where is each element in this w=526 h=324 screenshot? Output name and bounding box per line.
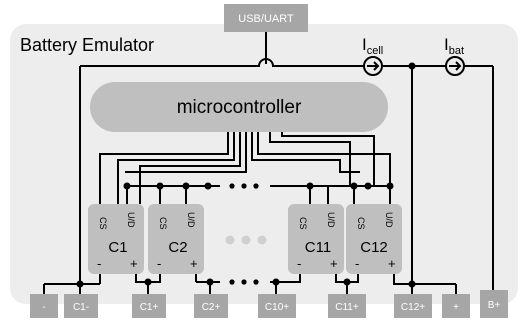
- current-arrow-cell: [367, 61, 380, 71]
- junction-dot: [206, 278, 214, 286]
- terminal-minus: [30, 294, 58, 318]
- ellipsis-dot: [241, 279, 247, 285]
- cell-name: C2: [168, 239, 187, 256]
- terminal-c1-minus: [64, 294, 98, 318]
- svg-text:C12+: C12+: [401, 302, 425, 313]
- junction-dot: [343, 278, 351, 286]
- ellipsis-dot: [241, 183, 247, 189]
- ellipsis-dot: [229, 279, 235, 285]
- cell-minus: -: [157, 256, 161, 271]
- junction-dot: [144, 278, 152, 286]
- usb-uart-box: [224, 4, 308, 32]
- cell-name: C1: [108, 239, 127, 256]
- bus-line-4: [125, 132, 247, 173]
- c12-plus-lead: [393, 274, 412, 285]
- current-cell-label: Icell: [362, 35, 383, 57]
- svg-text:C1+: C1+: [140, 302, 159, 313]
- microcontroller-label: microcontroller: [177, 97, 302, 118]
- cell-c11: CS U/D C11 - +: [288, 204, 344, 274]
- cell-cs-pin: CS: [356, 217, 366, 230]
- svg-text:-: -: [42, 302, 45, 313]
- terminal-c2-plus: [194, 294, 228, 318]
- current-bat-label: Ibat: [444, 35, 464, 57]
- bus-line-1: [99, 132, 229, 204]
- cell-minus: -: [97, 256, 101, 271]
- svg-text:C2+: C2+: [202, 302, 221, 313]
- terminal-c10-plus: [258, 294, 296, 318]
- c10-c11-link: [270, 274, 301, 283]
- current-arrow-bat: [449, 61, 462, 71]
- junction-dot: [204, 182, 212, 190]
- cell-ud-pin: U/D: [186, 212, 196, 228]
- ellipsis-dot: [253, 183, 259, 189]
- cell-c12: CS U/D C12 - +: [346, 204, 402, 274]
- svg-text:+: +: [453, 302, 459, 313]
- cell-ellipsis: [225, 235, 267, 245]
- bus-line-7: [269, 132, 351, 186]
- cell-plus: +: [190, 256, 198, 271]
- cell-name: C11: [305, 239, 331, 256]
- cell-ud-pin: U/D: [384, 212, 394, 228]
- svg-text:C11+: C11+: [335, 302, 359, 313]
- bus-line-6: [257, 132, 391, 204]
- bus-line-5: [251, 132, 360, 173]
- terminal-c12-plus: [394, 294, 432, 318]
- terminal-c1-plus: [132, 294, 166, 318]
- svg-text:B+: B+: [488, 300, 501, 311]
- junction-dot: [272, 278, 280, 286]
- top-rail-left: [80, 58, 364, 67]
- cell-c1: CS U/D C1 - +: [88, 204, 144, 274]
- panel-title: Battery Emulator: [20, 35, 154, 55]
- ellipsis-dot: [229, 183, 235, 189]
- bus-line-2: [117, 132, 235, 204]
- cell-plus: +: [388, 256, 396, 271]
- cell-ud-pin: U/D: [126, 212, 136, 228]
- cell-plus: +: [330, 256, 338, 271]
- ellipsis-dot: [253, 279, 259, 285]
- cell-name: C12: [360, 239, 388, 256]
- junction-dot: [408, 280, 416, 288]
- bus-line-8: [281, 132, 375, 186]
- junction-dot: [76, 280, 84, 288]
- microcontroller-block: [90, 82, 388, 132]
- cell-minus: -: [355, 256, 359, 271]
- junction-dot: [364, 182, 372, 190]
- usb-uart-label: USB/UART: [238, 13, 294, 25]
- terminal-c11-plus: [328, 294, 366, 318]
- terminal-plus: [442, 294, 470, 318]
- cell-c2: CS U/D C2 - +: [148, 204, 204, 274]
- cell-minus: -: [297, 256, 301, 271]
- terminal-b-plus: [480, 290, 508, 318]
- svg-text:C1-: C1-: [73, 302, 89, 313]
- cell-cs-pin: CS: [158, 217, 168, 230]
- cell-cs-pin: CS: [298, 217, 308, 230]
- cell-plus: +: [130, 256, 138, 271]
- svg-text:C10+: C10+: [265, 302, 289, 313]
- cell-cs-pin: CS: [98, 217, 108, 230]
- cell-ud-pin: U/D: [326, 212, 336, 228]
